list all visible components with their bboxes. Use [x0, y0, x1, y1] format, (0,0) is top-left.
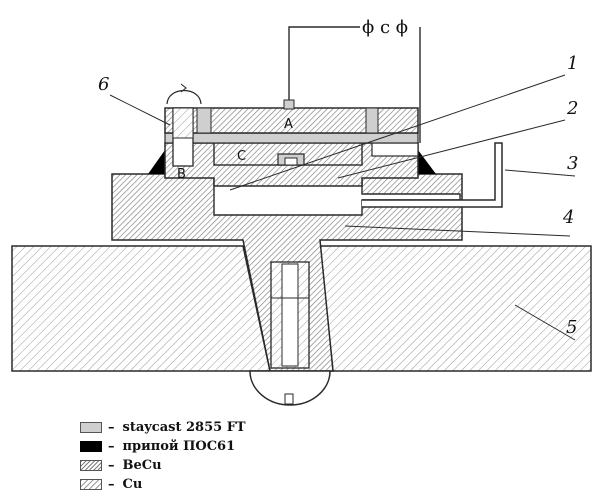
plate-a-left-insert	[196, 107, 212, 134]
right-block	[371, 142, 419, 157]
screw-6-arrow	[180, 83, 187, 93]
part-number-5: 5	[566, 317, 577, 338]
legend-stycast-label: staycast 2855 FT	[122, 420, 246, 435]
leader-3	[504, 169, 576, 177]
legend-dash: –	[108, 439, 115, 454]
top-label: ϕ c ϕ	[362, 17, 408, 38]
plate-a-right-insert	[365, 107, 379, 134]
capillary-tube-3	[362, 142, 503, 208]
leader-4	[344, 225, 571, 237]
swatch-cu	[80, 479, 102, 490]
screw-6-rotation-mark	[166, 90, 202, 105]
legend-dash: –	[108, 458, 115, 473]
legend-cu-label: Cu	[122, 477, 143, 492]
region-label-b: B	[177, 167, 186, 182]
legend-solder: – припой ПОС61	[80, 437, 246, 456]
region-label-a: A	[284, 117, 293, 132]
swatch-stycast	[80, 422, 102, 433]
legend-dash: –	[108, 477, 115, 492]
part-number-6: 6	[98, 74, 109, 95]
legend-becu: – BeCu	[80, 456, 246, 475]
center-post-inner	[284, 157, 298, 166]
part-number-1: 1	[567, 53, 578, 74]
legend-dash: –	[108, 420, 115, 435]
swatch-solder	[80, 441, 102, 452]
part-number-3: 3	[567, 153, 578, 174]
part-number-2: 2	[566, 98, 578, 119]
region-label-c: C	[237, 149, 246, 164]
legend-stycast: – staycast 2855 FT	[80, 418, 246, 437]
leader-1	[229, 74, 566, 191]
lead-plate-a	[288, 26, 360, 100]
legend-becu-label: BeCu	[122, 458, 162, 473]
screw-6-head	[172, 107, 194, 139]
solder-fillet-left	[148, 150, 165, 174]
swatch-becu	[80, 460, 102, 471]
bottom-nut-slot	[284, 393, 294, 405]
leader-2	[337, 119, 566, 179]
part-number-4: 4	[562, 207, 574, 228]
stem-screw-core	[281, 263, 299, 367]
bottom-nut	[249, 370, 331, 406]
plate-a-contact	[283, 99, 295, 110]
legend-cu: – Cu	[80, 475, 246, 494]
legend: – staycast 2855 FT – припой ПОС61 – BeCu…	[80, 418, 246, 494]
leader-6	[109, 94, 171, 126]
legend-solder-label: припой ПОС61	[122, 439, 236, 454]
leader-5	[514, 304, 576, 341]
